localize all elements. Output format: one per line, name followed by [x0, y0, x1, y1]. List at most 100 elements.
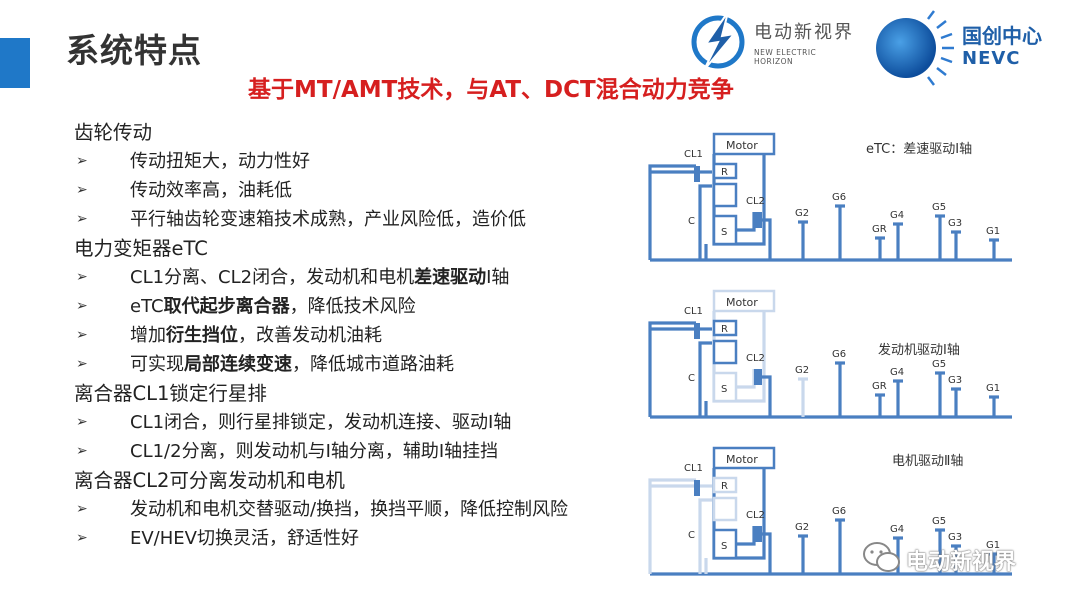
gear-label: G2 — [795, 365, 809, 376]
planet-carrier — [698, 341, 712, 417]
motor-box — [712, 289, 776, 313]
diagram-caption: 电机驱动Ⅱ轴 — [892, 454, 963, 469]
clutch-cl2 — [754, 369, 762, 385]
gear-label: G6 — [832, 506, 846, 517]
bullet-text: Ⅰ轴 — [486, 267, 510, 288]
bullet-text: EV/HEV切换灵活，舒适性好 — [130, 528, 359, 549]
bullet-item: ➢传动效率高，油耗低 — [74, 176, 644, 205]
section-heading: 离合器CL2可分离发动机和电机 — [74, 469, 345, 492]
c-label: C — [688, 216, 695, 227]
bullet-text: ，降低城市道路油耗 — [292, 354, 454, 375]
watermark-text: 电动新视界 — [906, 550, 1017, 575]
gear-label: G4 — [890, 210, 904, 221]
motor-shaft — [736, 526, 756, 546]
gear-label: G2 — [795, 208, 809, 219]
input-shaft — [648, 321, 696, 417]
section-heading: 电力变矩器eTC — [74, 237, 208, 260]
bullet-text: 传动扭矩大，动力性好 — [130, 151, 310, 172]
bullet-item: ➢ CL1/2分离，则发动机与Ⅰ轴分离，辅助Ⅰ轴挂挡 — [74, 437, 644, 466]
diagram-line — [762, 375, 772, 417]
watermark: 电动新视界 — [862, 540, 1062, 580]
arrow-bullet-icon: ➢ — [76, 414, 88, 430]
gear-label: G6 — [832, 192, 846, 203]
bullet-text: CL1闭合，则行星排锁定，发动机连接、驱动Ⅰ轴 — [130, 412, 512, 433]
planet-box — [712, 339, 738, 365]
cl2-label: CL2 — [746, 353, 765, 364]
input-shaft — [648, 164, 696, 260]
sun-label: S — [721, 541, 727, 552]
bullet-text: CL1/2分离，则发动机与Ⅰ轴分离，辅助Ⅰ轴挂挡 — [130, 441, 499, 462]
page-title: 系统特点 — [66, 31, 202, 70]
clutch-cl2 — [754, 526, 762, 542]
bullet-item: ➢可实现局部连续变速，降低城市道路油耗 — [74, 350, 644, 379]
gear-label: G2 — [795, 522, 809, 533]
motor-label: Motor — [726, 139, 758, 152]
gear-label: G1 — [986, 226, 1000, 237]
bullet-item: ➢eTC取代起步离合器，降低技术风险 — [74, 292, 644, 321]
bullet-emphasis: 衍生挡位 — [166, 325, 238, 346]
bullet-text: eTC — [130, 296, 164, 317]
ring-gear-box — [712, 162, 738, 180]
cl2-label: CL2 — [746, 510, 765, 521]
bullet-text: 增加 — [130, 325, 166, 346]
wechat-icon — [863, 542, 900, 572]
gear-label: GR — [872, 381, 887, 392]
bullet-text: ，改善发动机油耗 — [238, 325, 382, 346]
arrow-bullet-icon: ➢ — [76, 530, 88, 546]
brand1-name: 电动新视界 — [754, 22, 854, 43]
gear-label: G4 — [890, 367, 904, 378]
bullet-text: 发动机和电机交替驱动/换挡，换挡平顺，降低控制风险 — [130, 499, 569, 520]
gear-label: G3 — [948, 218, 962, 229]
diagram-line — [762, 218, 772, 260]
bullet-emphasis: 取代起步离合器 — [163, 296, 290, 317]
gear-label: G5 — [932, 359, 946, 370]
diagram-caption: eTC：差速驱动Ⅰ轴 — [866, 142, 972, 157]
diagram-caption: 发动机驱动Ⅰ轴 — [878, 342, 960, 358]
section-heading: 离合器CL1锁定行星排 — [74, 382, 267, 405]
bullet-item: ➢ EV/HEV切换灵活，舒适性好 — [74, 524, 644, 553]
arrow-bullet-icon: ➢ — [76, 182, 88, 198]
planet-carrier — [698, 184, 712, 260]
bullet-item: ➢传动扭矩大，动力性好 — [74, 147, 644, 176]
gear-label: G1 — [986, 383, 1000, 394]
arrow-bullet-icon: ➢ — [76, 501, 88, 517]
brand2-name: 国创中心 — [962, 24, 1042, 48]
gear-label: G4 — [890, 524, 904, 535]
motor-box — [712, 132, 776, 156]
planet-carrier — [698, 498, 712, 574]
cl1-label: CL1 — [684, 463, 703, 474]
page-subtitle: 基于MT/AMT技术，与AT、DCT混合动力竞争 — [248, 77, 734, 103]
brand1-logo: 电动新视界 NEW ELECTRIC HORIZON — [684, 8, 854, 72]
bullet-item: ➢平行轴齿轮变速箱技术成熟，产业风险低，造价低 — [74, 205, 644, 234]
motor-label: Motor — [726, 453, 758, 466]
feature-list: 齿轮传动➢传动扭矩大，动力性好➢传动效率高，油耗低➢平行轴齿轮变速箱技术成熟，产… — [74, 118, 644, 553]
ring-gear-box — [712, 319, 738, 337]
input-shaft — [648, 478, 696, 574]
gear-label: G5 — [932, 202, 946, 213]
arrow-bullet-icon: ➢ — [76, 443, 88, 459]
bullet-text: CL1分离、CL2闭合，发动机和电机 — [130, 267, 415, 288]
motor-label: Motor — [726, 296, 758, 309]
brand1-subtitle: NEW ELECTRIC HORIZON — [754, 48, 817, 66]
brand2-subtitle: NEVC — [962, 48, 1021, 69]
bullet-text: 可实现 — [130, 354, 184, 375]
r-label: R — [721, 167, 728, 178]
title-accent-bar — [0, 38, 30, 88]
c-label: C — [688, 373, 695, 384]
cl1-label: CL1 — [684, 149, 703, 160]
brand2-logo: 国创中心 NEVC — [862, 8, 1072, 88]
globe-icon — [876, 10, 954, 86]
r-label: R — [721, 324, 728, 335]
ring-gear-box — [712, 476, 738, 494]
bullet-text: ，降低技术风险 — [289, 296, 416, 317]
bullet-text: 平行轴齿轮变速箱技术成熟，产业风险低，造价低 — [130, 209, 526, 230]
bullet-item: ➢增加衍生挡位，改善发动机油耗 — [74, 321, 644, 350]
lightning-circle-icon — [691, 11, 745, 71]
motor-box — [712, 446, 776, 470]
arrow-bullet-icon: ➢ — [76, 269, 88, 285]
clutch-cl1 — [694, 323, 700, 339]
section-heading: 齿轮传动 — [74, 121, 153, 144]
